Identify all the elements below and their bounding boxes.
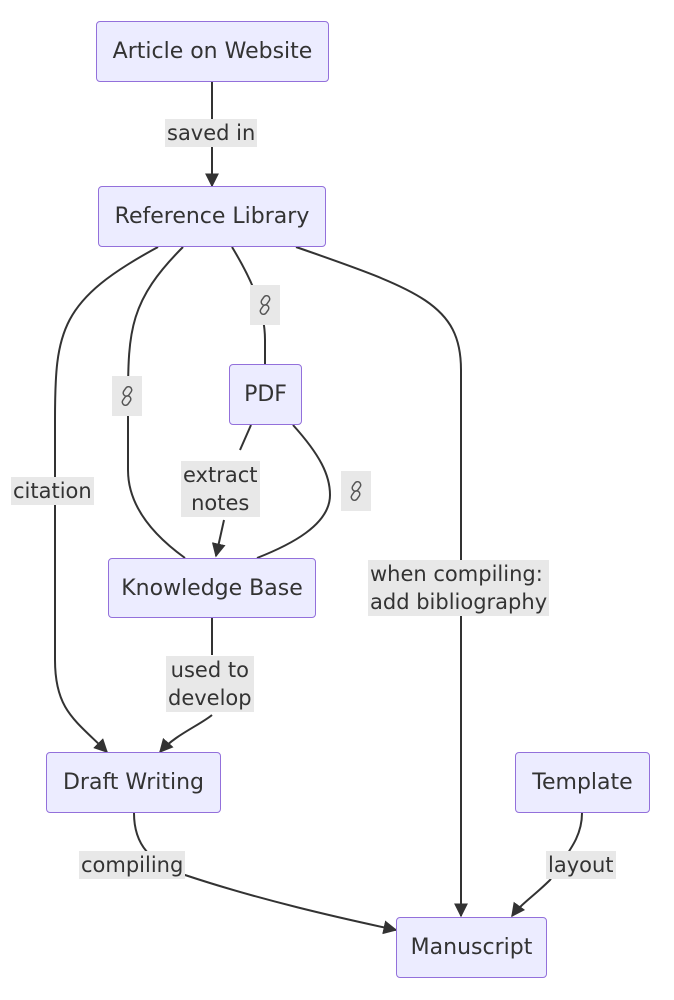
edge-draft-manuscript (133, 812, 398, 935)
node-template: Template (515, 752, 650, 813)
node-reference-library: Reference Library (98, 186, 326, 247)
edge-label-when-compiling: when compiling: add bibliography (368, 560, 550, 616)
edge-label-compiling: compiling (79, 851, 186, 879)
node-label: Draft Writing (62, 770, 204, 795)
node-label: PDF (244, 382, 287, 407)
node-knowledge-base: Knowledge Base (108, 558, 316, 618)
node-label: Article on Website (112, 39, 313, 64)
edge-pdf-kb (216, 424, 252, 556)
node-pdf: PDF (229, 364, 302, 425)
edge-pdf-kb-link (256, 424, 332, 559)
node-manuscript: Manuscript (396, 917, 547, 978)
edge-label-used-to-develop: used to develop (166, 656, 254, 712)
edge-label-saved-in: saved in (165, 119, 258, 147)
node-article-on-website: Article on Website (96, 21, 329, 82)
node-label: Reference Library (114, 204, 310, 229)
edge-template-manuscript (511, 812, 583, 918)
edge-library-manuscript (295, 246, 461, 916)
link-icon (112, 376, 142, 416)
edge-kb-draft (160, 618, 213, 752)
edge-label-layout: layout (546, 851, 616, 879)
edge-library-draft (54, 246, 159, 753)
node-draft-writing: Draft Writing (46, 752, 221, 813)
link-icon (341, 471, 371, 511)
node-label: Manuscript (410, 935, 533, 960)
node-label: Knowledge Base (121, 575, 303, 601)
edge-label-citation: citation (11, 477, 94, 505)
edge-label-extract-notes: extract notes (181, 461, 260, 517)
link-icon (250, 285, 280, 325)
node-label: Template (532, 770, 633, 795)
